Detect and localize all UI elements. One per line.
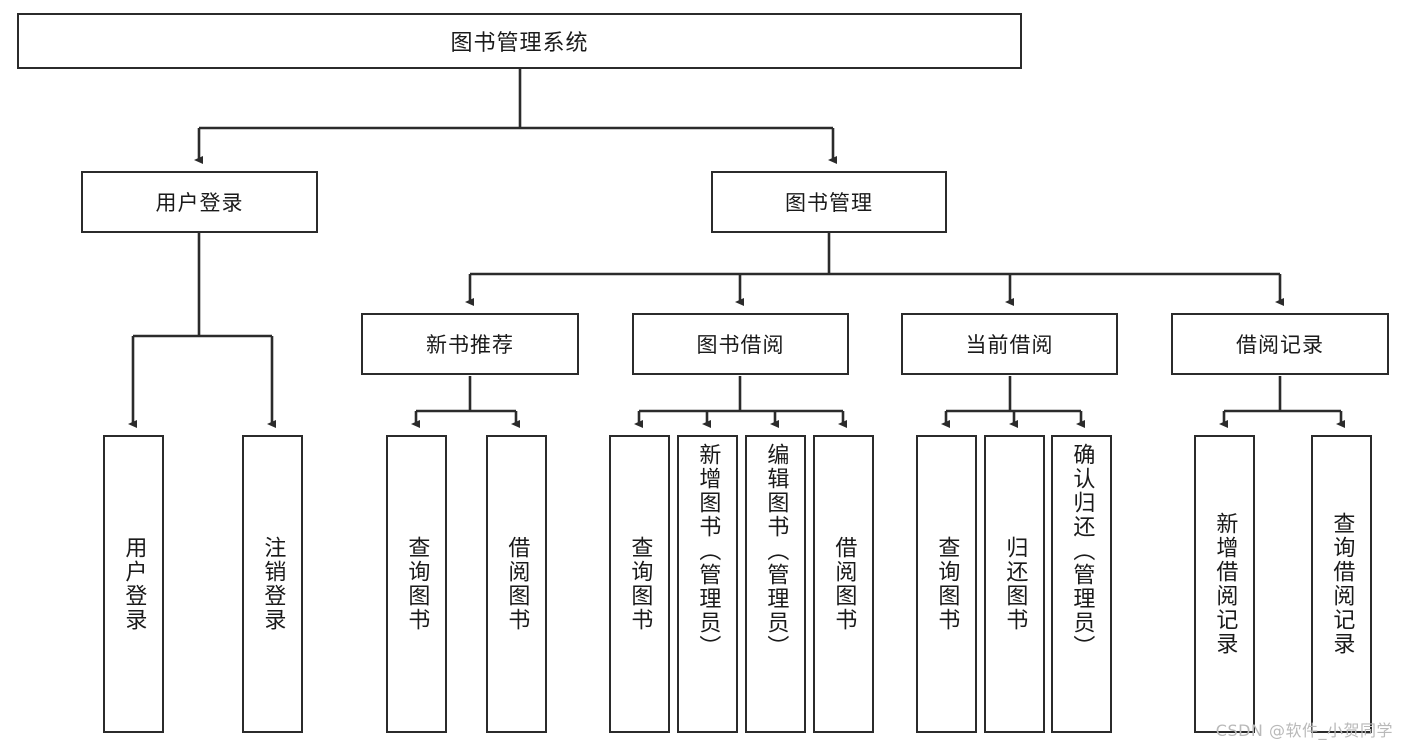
leaf-borrow-edit-book-admin[interactable]: 编辑图书（管理员）: [745, 435, 806, 733]
node-current-borrow[interactable]: 当前借阅: [901, 313, 1118, 375]
leaf-user-login-signin[interactable]: 用户登录: [103, 435, 164, 733]
leaf-user-login-signout[interactable]: 注销登录: [242, 435, 303, 733]
leaf-borrow-add-book-admin[interactable]: 新增图书（管理员）: [677, 435, 738, 733]
leaf-record-add-record[interactable]: 新增借阅记录: [1194, 435, 1255, 733]
node-borrow-record[interactable]: 借阅记录: [1171, 313, 1389, 375]
leaf-record-query-record[interactable]: 查询借阅记录: [1311, 435, 1372, 733]
leaf-label: 用户登录: [121, 536, 147, 632]
leaf-current-return-book[interactable]: 归还图书: [984, 435, 1045, 733]
leaf-label: 借阅图书: [504, 536, 530, 632]
leaf-borrow-borrow-book[interactable]: 借阅图书: [813, 435, 874, 733]
node-root-system[interactable]: 图书管理系统: [17, 13, 1022, 69]
leaf-current-query-book[interactable]: 查询图书: [916, 435, 977, 733]
node-new-book-recommend[interactable]: 新书推荐: [361, 313, 579, 375]
leaf-current-confirm-return-admin[interactable]: 确认归还（管理员）: [1051, 435, 1112, 733]
leaf-label: 注销登录: [260, 536, 286, 632]
leaf-new-book-query[interactable]: 查询图书: [386, 435, 447, 733]
leaf-label: 查询图书: [627, 536, 653, 632]
node-user-login[interactable]: 用户登录: [81, 171, 318, 233]
node-book-borrow[interactable]: 图书借阅: [632, 313, 849, 375]
leaf-label: 编辑图书（管理员）: [763, 443, 789, 659]
leaf-label: 归还图书: [1002, 536, 1028, 632]
leaf-label: 查询借阅记录: [1329, 512, 1355, 656]
leaf-label: 新增图书（管理员）: [695, 443, 721, 659]
leaf-borrow-query-book[interactable]: 查询图书: [609, 435, 670, 733]
leaf-new-book-borrow[interactable]: 借阅图书: [486, 435, 547, 733]
leaf-label: 查询图书: [934, 536, 960, 632]
leaf-label: 查询图书: [404, 536, 430, 632]
leaf-label: 确认归还（管理员）: [1069, 443, 1095, 659]
leaf-label: 借阅图书: [831, 536, 857, 632]
csdn-watermark: CSDN @软件_小贺同学: [1215, 721, 1393, 740]
leaf-label: 新增借阅记录: [1212, 512, 1238, 656]
node-book-management[interactable]: 图书管理: [711, 171, 947, 233]
